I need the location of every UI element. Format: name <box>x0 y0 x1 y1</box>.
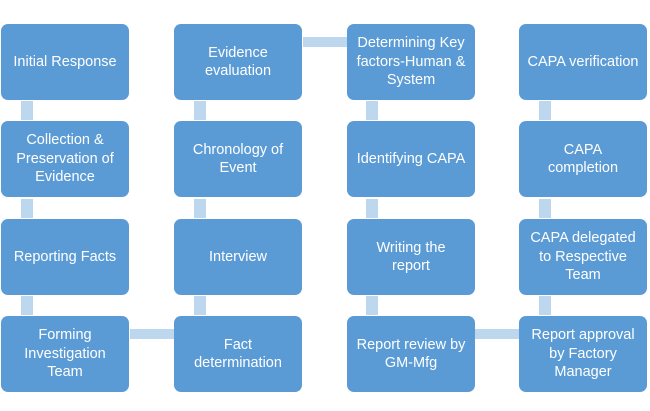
connector-c3-r1-r2 <box>366 101 378 120</box>
connector-c3-r2-r3 <box>366 199 378 218</box>
step-evidence-evaluation: Evidence evaluation <box>174 24 302 100</box>
step-label: Initial Response <box>13 53 117 70</box>
step-label: CAPA delegated to Respective Team <box>530 230 636 284</box>
step-fact-determination: Fact determination <box>174 316 302 392</box>
step-label: Report review by GM-Mfg <box>356 336 466 372</box>
step-interview: Interview <box>174 219 302 295</box>
step-label: CAPA verification <box>527 53 639 70</box>
step-label: Chronology of Event <box>192 141 284 177</box>
step-initial-response: Initial Response <box>1 24 129 100</box>
connector-c3-r3-r4 <box>366 296 378 315</box>
step-label: Writing the report <box>376 239 446 275</box>
step-forming-investigation-team: Forming Investigation Team <box>1 316 129 392</box>
connector-c1-r2-r3 <box>21 199 33 218</box>
step-capa-completion: CAPA completion <box>519 121 647 197</box>
step-label: CAPA completion <box>547 141 619 177</box>
connector-c1-c2-r4 <box>130 329 174 339</box>
step-label: Identifying CAPA <box>356 150 466 167</box>
connector-c2-r1-r2 <box>194 101 206 120</box>
step-label: Reporting Facts <box>13 248 117 265</box>
step-label: Forming Investigation Team <box>24 327 106 381</box>
step-determining-key-factors: Determining Key factors-Human & System <box>347 24 475 100</box>
step-label: Determining Key factors-Human & System <box>356 35 466 89</box>
connector-c1-r3-r4 <box>21 296 33 315</box>
connector-c2-r2-r3 <box>194 199 206 218</box>
step-label: Collection & Preservation of Evidence <box>16 132 114 186</box>
connector-c3-c4-r4 <box>475 329 519 339</box>
step-writing-the-report: Writing the report <box>347 219 475 295</box>
step-label: Report approval by Factory Manager <box>531 327 635 381</box>
step-report-approval: Report approval by Factory Manager <box>519 316 647 392</box>
connector-c2-r3-r4 <box>194 296 206 315</box>
connector-c4-r2-r3 <box>539 199 551 218</box>
step-label: Interview <box>208 248 268 265</box>
step-reporting-facts: Reporting Facts <box>1 219 129 295</box>
step-collection-preservation-evidence: Collection & Preservation of Evidence <box>1 121 129 197</box>
connector-c4-r3-r4 <box>539 296 551 315</box>
step-label: Evidence evaluation <box>204 44 272 80</box>
step-report-review: Report review by GM-Mfg <box>347 316 475 392</box>
step-chronology-of-event: Chronology of Event <box>174 121 302 197</box>
step-identifying-capa: Identifying CAPA <box>347 121 475 197</box>
step-label: Fact determination <box>194 336 282 372</box>
connector-c1-r1-r2 <box>21 101 33 120</box>
step-capa-verification: CAPA verification <box>519 24 647 100</box>
connector-c2-c3-r1 <box>303 37 347 47</box>
step-capa-delegated: CAPA delegated to Respective Team <box>519 219 647 295</box>
connector-c4-r1-r2 <box>539 101 551 120</box>
